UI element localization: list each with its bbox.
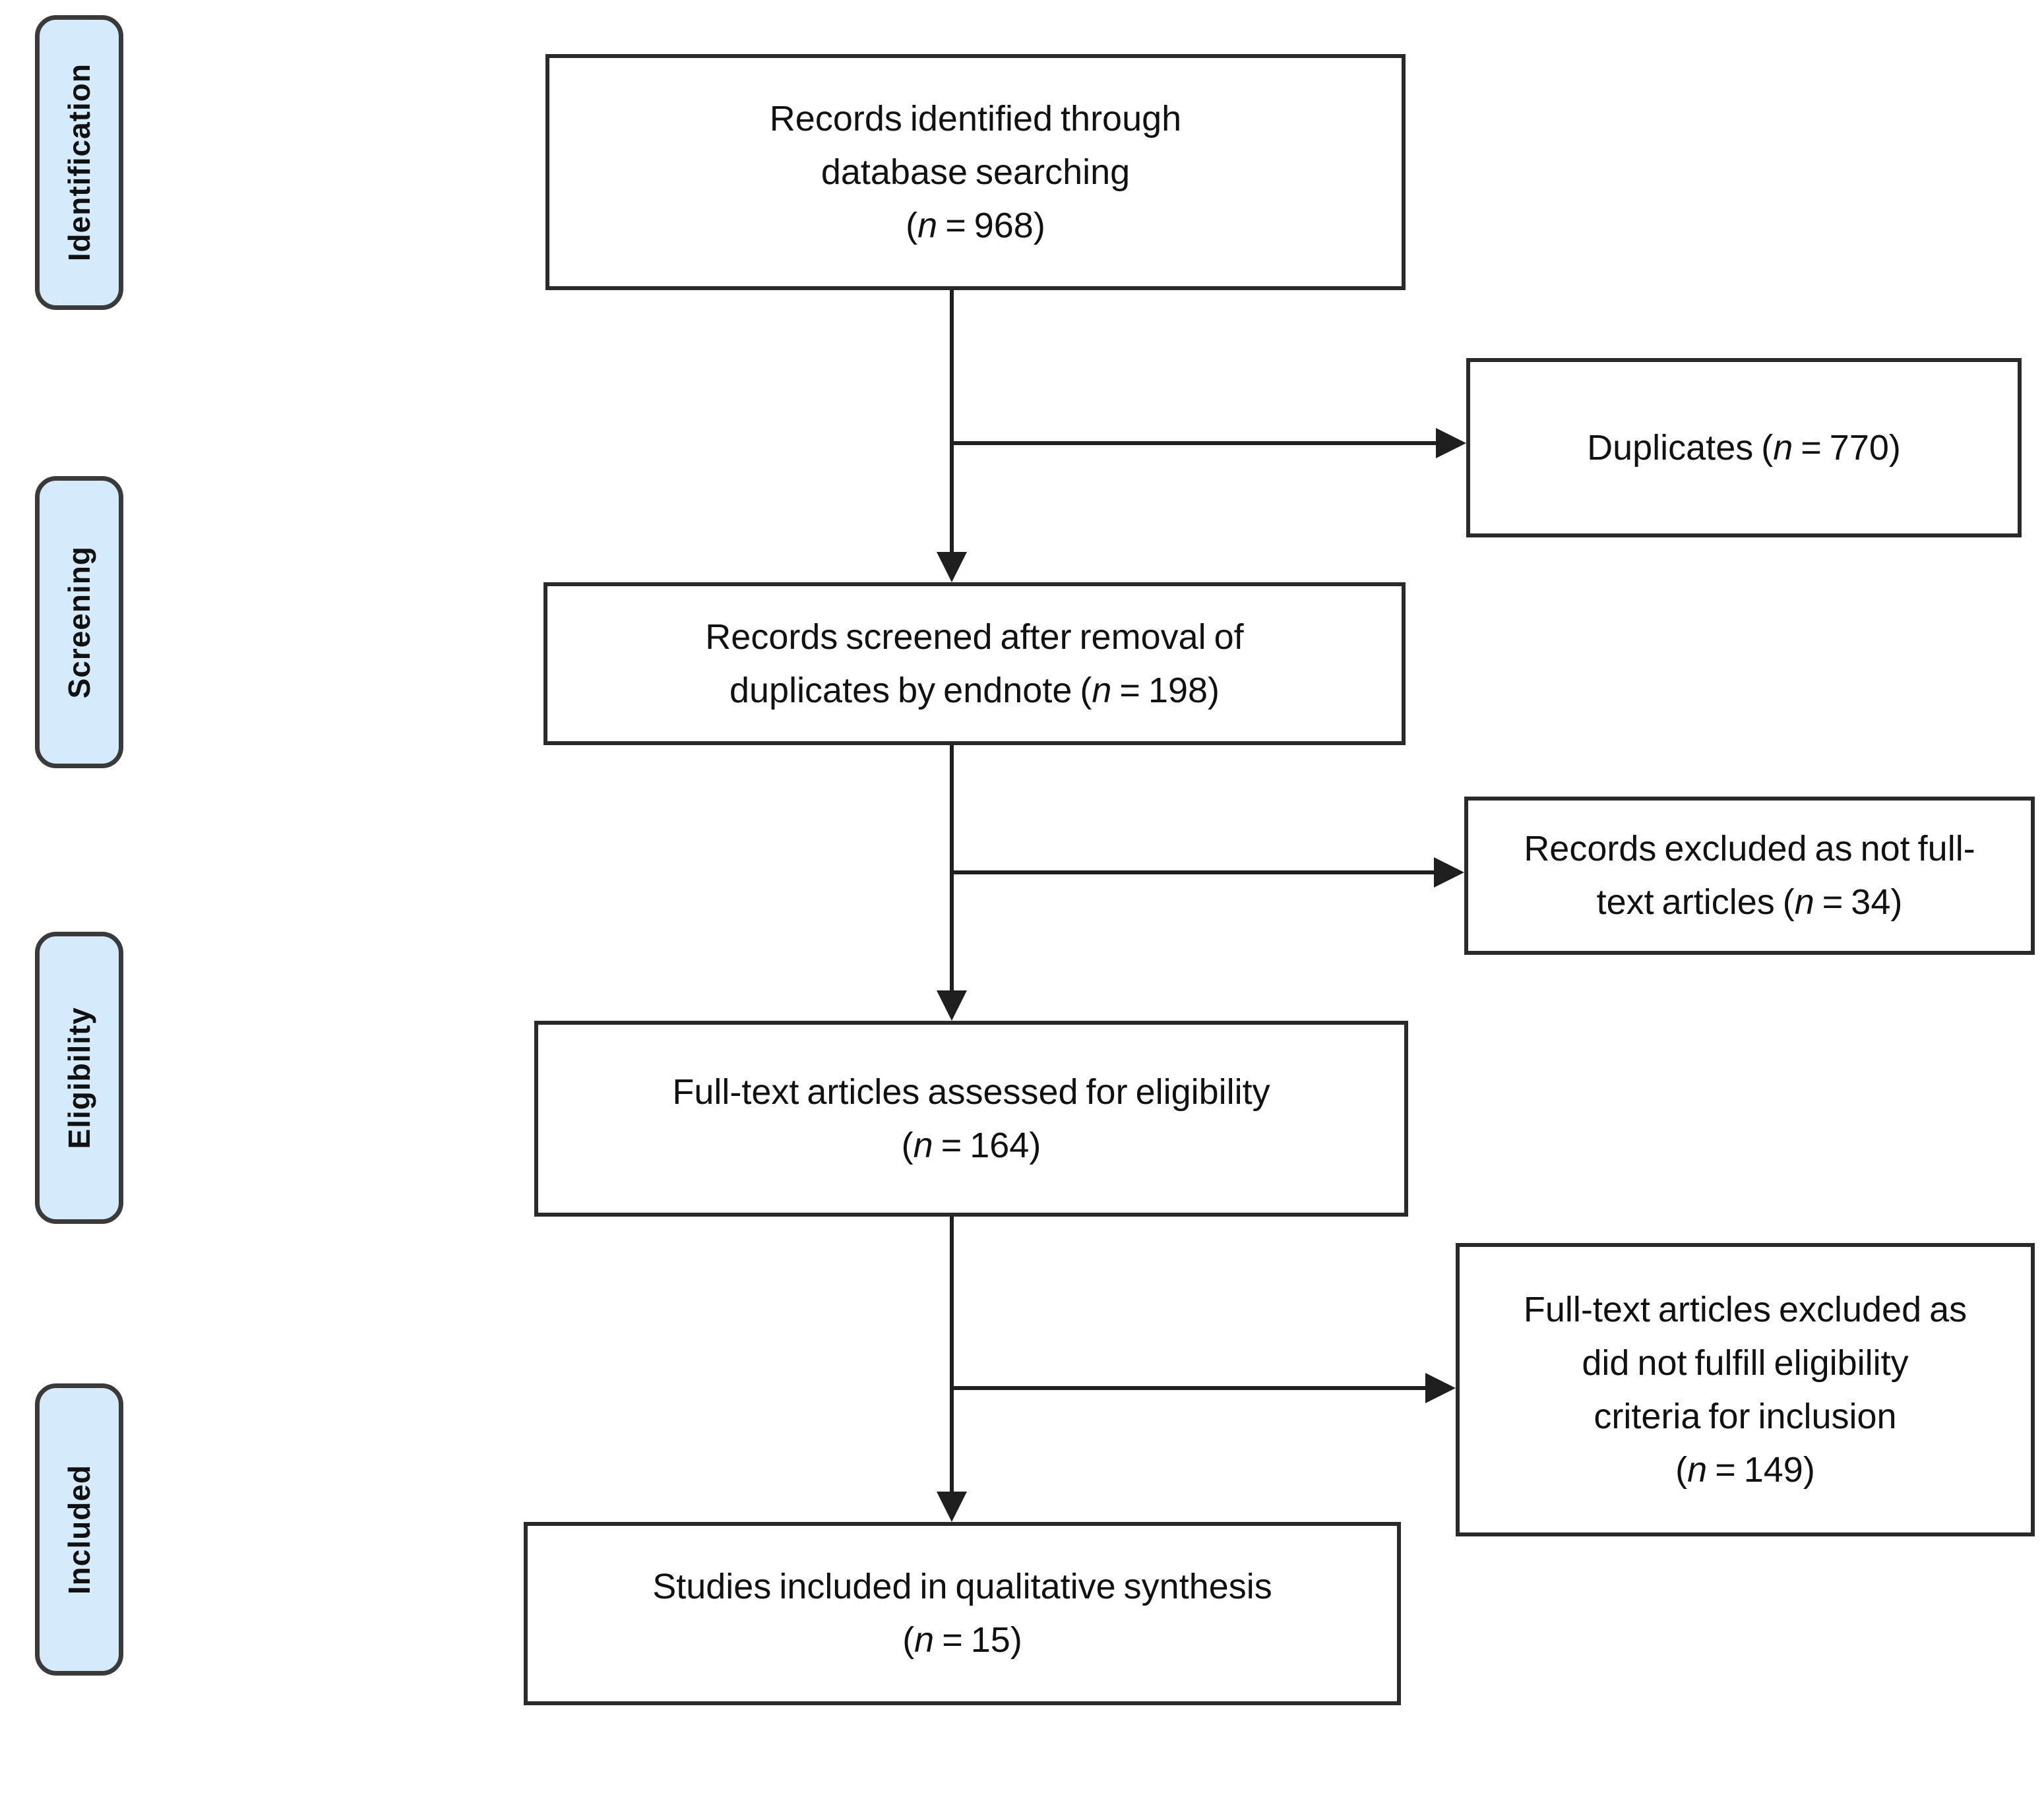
text-line: criteria for inclusion [1594, 1396, 1897, 1436]
text-line: (n = 15) [902, 1620, 1022, 1660]
arrowhead-right-into-fulltext-excluded [1425, 1373, 1456, 1403]
text-line: database searching [821, 152, 1130, 192]
arrowhead-down-into-included [937, 1492, 967, 1522]
text-line: text articles (n = 34) [1596, 882, 1903, 922]
connector-line-screened-to-assessed [950, 745, 954, 990]
text-line: Duplicates (n = 770) [1587, 427, 1901, 468]
connector-line-to-duplicates [950, 441, 1436, 445]
side-box-duplicates: Duplicates (n = 770) [1466, 358, 2022, 537]
text-line: Records identified through [769, 98, 1182, 138]
connector-line-assessed-to-included [950, 1217, 954, 1492]
flow-box-records-identified: Records identified through database searc… [545, 54, 1406, 290]
text-line: Records excluded as not full- [1524, 829, 1975, 868]
text-line: (n = 149) [1675, 1449, 1815, 1490]
stage-label-eligibility: Eligibility [35, 932, 123, 1224]
stage-label-included: Included [35, 1383, 123, 1676]
side-box-records-excluded: Records excluded as not full-text articl… [1464, 797, 2035, 955]
arrowhead-right-into-records-excluded [1434, 857, 1464, 888]
stage-label-identification: Identification [35, 15, 123, 310]
text-line: Studies included in qualitative synthesi… [652, 1567, 1272, 1606]
flow-box-studies-included: Studies included in qualitative synthesi… [524, 1522, 1401, 1705]
flow-box-records-screened: Records screened after removal of duplica… [543, 582, 1406, 745]
side-box-fulltext-excluded: Full-text articles excluded as did not fu… [1456, 1243, 2035, 1536]
stage-label-identification-text: Identification [62, 63, 96, 262]
text-line: duplicates by endnote (n = 198) [729, 670, 1220, 710]
text-line: (n = 164) [901, 1125, 1041, 1165]
text-line: (n = 968) [906, 205, 1045, 245]
text-line: Full-text articles excluded as [1523, 1289, 1967, 1329]
connector-line-to-fulltext-excluded [950, 1386, 1425, 1390]
connector-line-identified-to-screened [950, 290, 954, 552]
arrowhead-down-into-assessed [937, 990, 967, 1021]
stage-label-eligibility-text: Eligibility [62, 1006, 96, 1149]
stage-label-screening-text: Screening [62, 545, 96, 699]
text-line: Records screened after removal of [705, 617, 1244, 657]
flow-box-fulltext-assessed: Full-text articles assessed for eligibil… [534, 1021, 1408, 1217]
arrowhead-right-into-duplicates [1436, 428, 1466, 458]
stage-label-screening: Screening [35, 476, 123, 768]
arrowhead-down-into-screened [937, 552, 967, 582]
text-line: did not fulfill eligibility [1582, 1343, 1909, 1383]
stage-label-included-text: Included [62, 1464, 96, 1595]
text-line: Full-text articles assessed for eligibil… [672, 1072, 1270, 1112]
connector-line-to-records-excluded [950, 870, 1434, 874]
